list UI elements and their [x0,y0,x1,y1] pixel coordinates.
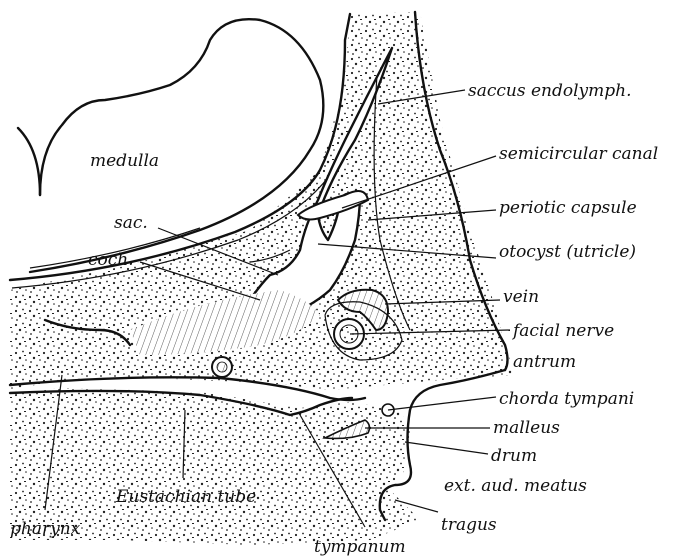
label-vein: vein [503,287,539,307]
label-medulla: medulla [90,151,159,171]
label-saccus-endolymph: saccus endolymph. [468,81,632,101]
label-tragus: tragus [441,515,497,535]
label-periotic-capsule: periotic capsule [499,198,637,218]
label-chorda-tympani: chorda tympani [499,389,634,409]
label-drum: drum [491,446,537,466]
label-coch: coch. [88,250,134,270]
label-antrum: antrum [513,352,576,372]
label-pharynx: pharynx [10,519,81,539]
label-tympanum: tympanum [314,537,406,557]
label-facial-nerve: facial nerve [511,321,614,341]
label-eustachian-tube: Eustachian tube [115,487,256,507]
label-semicircular-canal: semicircular canal [499,144,658,164]
label-sac: sac. [114,213,148,233]
label-otocyst: otocyst (utricle) [499,242,636,262]
label-ext-aud-meatus: ext. aud. meatus [444,476,587,496]
small-vessel [212,357,232,377]
label-malleus: malleus [493,418,560,438]
